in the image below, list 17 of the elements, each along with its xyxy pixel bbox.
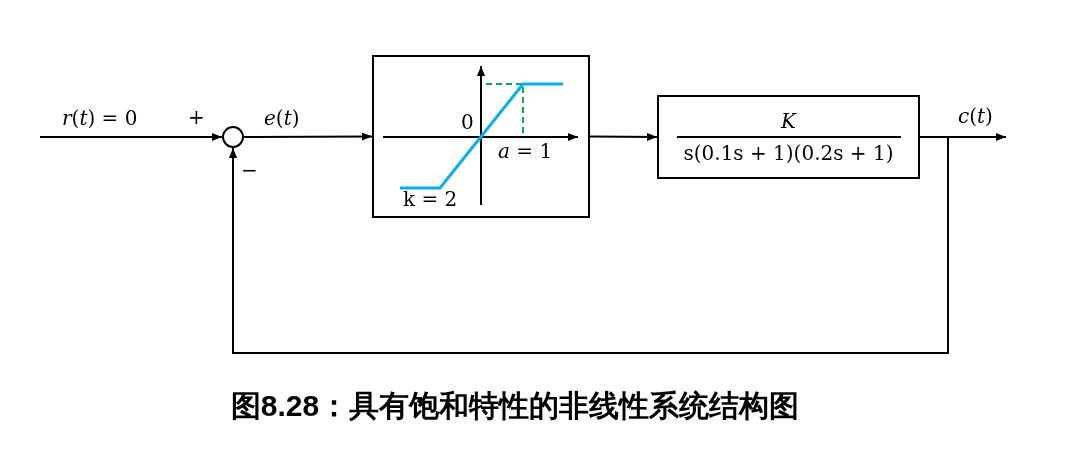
- numerator: K: [781, 109, 796, 133]
- sign-label: −: [241, 160, 258, 180]
- signal-arrow: [243, 132, 373, 141]
- threshold-label: a = 1: [498, 141, 553, 161]
- summing-junction: [222, 126, 244, 148]
- slope-label: k = 2: [403, 189, 458, 209]
- transfer-function-block: [657, 95, 920, 179]
- figure-caption: 图8.28：具有饱和特性的非线性系统结构图: [230, 388, 800, 424]
- signal-label: c(t): [958, 106, 993, 126]
- origin-label: 0: [461, 112, 474, 132]
- signal-label: r(t) = 0: [62, 108, 138, 128]
- saturation-block: [372, 55, 590, 218]
- sign-label: +: [188, 107, 205, 127]
- signal-arrow: [39, 133, 223, 141]
- denominator: s(0.1s + 1)(0.2s + 1): [683, 141, 894, 165]
- signal-arrow: [589, 132, 658, 141]
- signal-label: e(t): [264, 108, 300, 128]
